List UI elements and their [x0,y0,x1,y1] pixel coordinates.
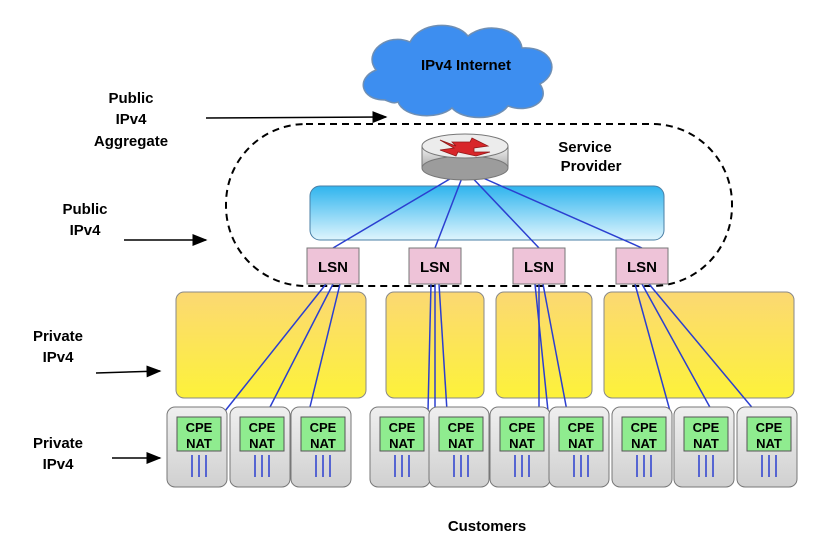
private-cpe-label-line1: Private [33,435,83,452]
aggregate-label-line3: Aggregate [94,133,168,150]
lsn-cpe-link [641,283,713,412]
cpe-label-line1: CPE [186,420,213,435]
lsn-label: LSN [420,259,450,276]
private-net-label-line2: IPv4 [43,349,75,366]
lsn-label: LSN [318,259,348,276]
cpe-label-line2: NAT [756,436,782,451]
router-lsn-link-4 [464,169,643,249]
router-lsn-link-3 [464,169,540,249]
internet-cloud [362,24,553,119]
lsn-cpe-link [634,283,671,412]
cpe-label-line1: CPE [568,420,595,435]
router-icon [421,133,509,181]
customers-label: Customers [448,518,526,535]
private-network-1 [175,291,367,399]
lsn-cpe-link [267,283,334,412]
private-net-label-line1: Private [33,328,83,345]
cpe-label-line1: CPE [310,420,337,435]
cpe-label-line1: CPE [448,420,475,435]
cpe-layer: CPENATCPENATCPENATCPENATCPENATCPENATCPEN… [166,406,798,488]
lsn-box-2: LSN [408,247,462,285]
lsn-cpe-link [427,283,432,412]
cpe-label-line2: NAT [568,436,594,451]
private-cpe-label-line2: IPv4 [43,456,75,473]
lsn-cpe-link [438,283,448,412]
lsn-cpe-link [534,283,549,412]
cpe-label-line2: NAT [693,436,719,451]
cpe-label-line1: CPE [389,420,416,435]
private-net-arrow [95,365,162,378]
cpe-label-line1: CPE [756,420,783,435]
provider-label-line1: Service [558,139,611,156]
cpe-label-line1: CPE [509,420,536,435]
lsn-label: LSN [524,259,554,276]
lsn-box-4: LSN [615,247,669,285]
links [224,169,756,412]
public-label-line2: IPv4 [70,222,102,239]
lsn-box-3: LSN [512,247,566,285]
cpe-label-line2: NAT [448,436,474,451]
private-network-3 [495,291,593,399]
cpe-label-line1: CPE [693,420,720,435]
lsn-cpe-link [308,283,341,412]
aggregate-label-line1: Public [108,90,153,107]
cpe-label-line2: NAT [389,436,415,451]
provider-label-line2: Provider [561,158,622,175]
lsn-cpe-link [542,283,568,412]
public-label-line1: Public [62,201,107,218]
router-lsn-link-2 [434,169,466,249]
service-provider-boundary [225,123,733,287]
cpe-label-line2: NAT [509,436,535,451]
cpe-label-line1: CPE [249,420,276,435]
router-lsn-link-1 [332,169,466,249]
cpe-label-line2: NAT [310,436,336,451]
public-ipv4-band [309,185,665,241]
lsn-layer: LSN LSN LSN LSN [306,247,669,285]
lsn-label: LSN [627,259,657,276]
cpe-label-line1: CPE [631,420,658,435]
cloud-label: IPv4 Internet [421,57,511,74]
cpe-label-line2: NAT [186,436,212,451]
lsn-cpe-link [224,283,327,412]
cpe-label-line2: NAT [249,436,275,451]
aggregate-arrow [205,111,388,124]
aggregate-label-line2: IPv4 [116,111,148,128]
cpe-label-line2: NAT [631,436,657,451]
lsn-cpe-link [648,283,756,412]
lsn-box-1: LSN [306,247,360,285]
